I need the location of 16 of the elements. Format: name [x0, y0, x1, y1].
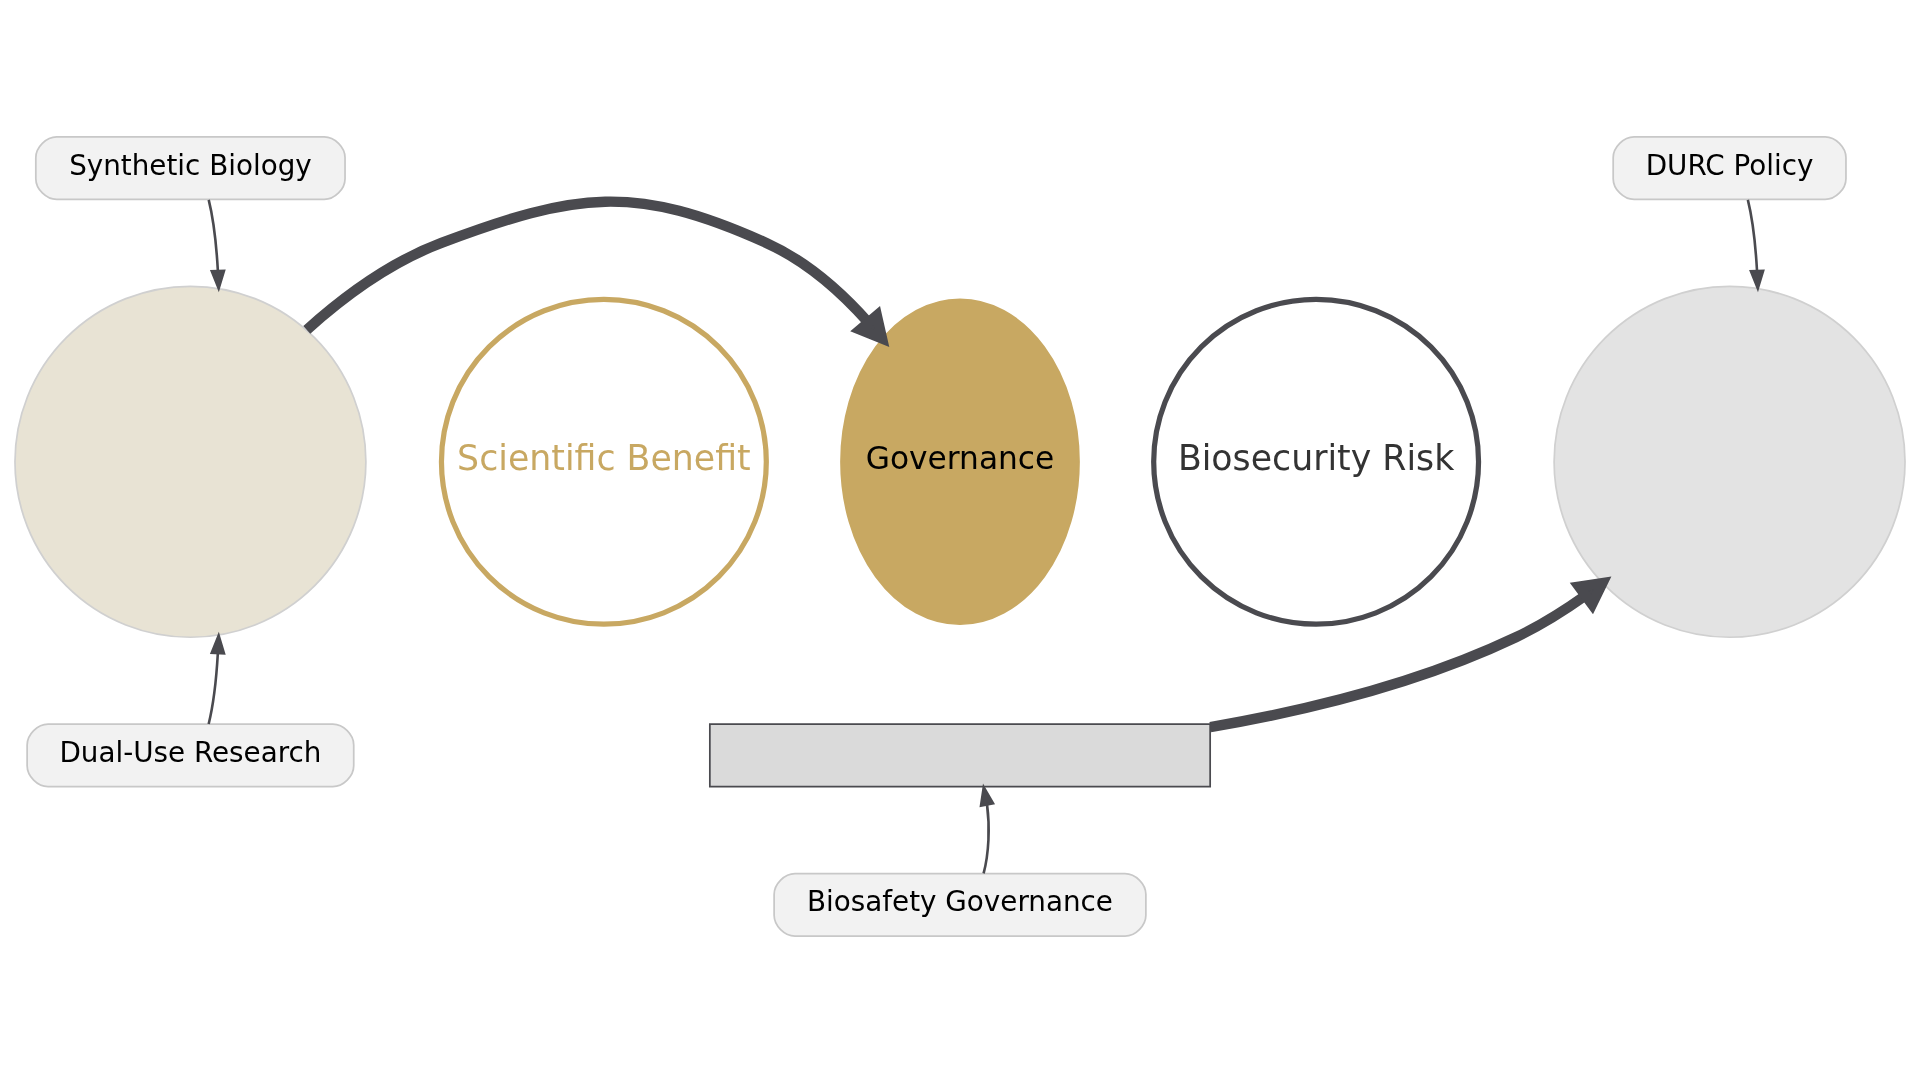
node-box: Synthetic Biology	[34, 135, 346, 200]
node-circle: Scientific Benefit	[438, 296, 769, 627]
node-circle: Biosecurity Risk	[1151, 296, 1482, 627]
node-circle	[14, 285, 367, 638]
node-ellipse: Governance	[840, 298, 1080, 625]
node-circle	[1553, 285, 1906, 638]
node-box: Biosafety Governance	[773, 872, 1147, 937]
arrow	[207, 631, 226, 724]
node-box: DURC Policy	[1612, 135, 1847, 200]
arrow	[207, 199, 226, 292]
node-box: Dual-Use Research	[26, 722, 355, 787]
arrow	[1209, 575, 1612, 732]
node-box	[709, 722, 1211, 787]
arrow	[1746, 199, 1765, 292]
arrow	[303, 196, 890, 347]
arrow	[979, 782, 996, 874]
